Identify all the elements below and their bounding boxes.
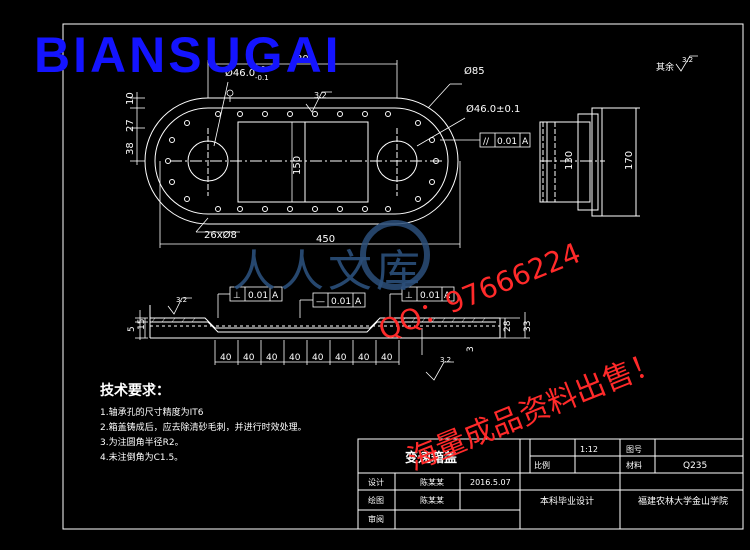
dim-150: 150 [292,156,303,175]
top-dimension-lines [130,60,480,248]
tol-flat-sym: — [316,297,325,307]
dim-holes: 26xØ8 [204,229,237,241]
section-dim-text: 40 40 40 40 40 40 40 40 5 15 28 33 3 3.2… [127,296,533,364]
tol-parallel-sym: // [483,137,490,147]
roughness-symbol-left [167,297,192,315]
dim-40-1: 40 [220,353,232,363]
dim-40-5: 40 [312,353,324,363]
dim-40-6: 40 [335,353,347,363]
tech-item-1: 1.轴承孔的尺寸精度为IT6 [100,408,204,418]
dim-38: 38 [125,142,136,155]
dim-27: 27 [125,119,136,132]
tb-school: 福建农林大学金山学院 [638,495,728,507]
dim-3: 3 [466,346,476,352]
title-block-grid [357,438,744,530]
watermark-site-logo: 人人文库 [232,246,424,297]
dim-300: 300 [296,54,315,65]
tolerance-parallel [479,132,531,148]
tol-parallel-datum: A [522,137,529,147]
tb-date: 2016.5.07 [470,478,511,487]
dim-tol-plus: +0.1 [255,65,272,73]
tb-material: Q235 [683,461,707,471]
side-view [539,107,640,217]
tb-design-label: 设计 [368,477,384,487]
dim-170: 170 [624,151,635,170]
tb-drawing-no-label: 图号 [626,445,642,454]
tb-draw-label: 绘图 [368,495,384,505]
tol-parallel-val: 0.01 [497,137,517,147]
remaining-roughness-symbol [675,55,698,72]
section-hatch [151,317,486,323]
watermark-brand: BIANSUGAI [34,27,342,83]
tol-perp1-sym: ⊥ [233,291,241,301]
tol-perp2-datum: A [444,291,451,301]
roughness-bottom: 3.2 [440,356,451,364]
dim-40-3: 40 [266,353,278,363]
bolt-holes [165,111,439,212]
tol-perp1-val: 0.01 [248,291,268,301]
dim-40-7: 40 [358,353,370,363]
dim-130: 130 [564,151,575,170]
tech-item-3: 3.为注圆角半径R2。 [100,438,184,448]
remaining-mark: 其余 [656,61,674,73]
tolerance-perp-box [217,286,455,318]
tb-designer: 陈某某 [420,477,444,487]
tol-flat-datum: A [355,297,362,307]
top-dim-text: 300 Ø46.0 +0.1 -0.1 Ø85 Ø46.0±0.1 10 27 … [125,54,520,245]
dim-46-right: Ø46.0±0.1 [466,103,520,115]
dim-40-8: 40 [381,353,393,363]
tech-item-4: 4.未注倒角为C1.5。 [100,453,184,463]
top-view [144,97,459,225]
watermark-logo-ring [360,220,430,290]
dim-28: 28 [503,320,513,332]
tol-flat-val: 0.01 [331,297,351,307]
dim-40-2: 40 [243,353,255,363]
tech-title: 技术要求： [100,383,170,399]
dim-85: Ø85 [464,65,485,77]
tb-project: 本科毕业设计 [540,495,594,507]
title-block-text: 变速箱盖 比例 1:12 图号 材料 Q235 设计 陈某某 2016.5.07… [368,445,728,524]
tol-perp1-datum: A [272,291,279,301]
dim-5: 5 [127,326,137,332]
tb-scale-label: 比例 [534,460,550,470]
tb-drawer: 陈某某 [420,495,444,505]
dim-tol-minus: -0.1 [255,74,269,82]
roughness-symbol-bottom [425,361,454,381]
remaining-roughness-value: 3.2 [682,56,693,64]
dim-15: 15 [137,319,147,330]
dim-450: 450 [316,234,335,245]
dim-10: 10 [125,92,136,105]
tb-material-label: 材料 [626,460,642,470]
datum-symbol [226,89,234,102]
tb-scale: 1:12 [580,445,598,454]
tol-perp2-val: 0.01 [420,291,440,301]
section-dim-lines [135,310,530,365]
tb-check-label: 审阅 [368,514,384,524]
dim-40-4: 40 [289,353,301,363]
tol-perp2-sym: ⊥ [405,291,413,301]
dim-33: 33 [523,321,533,332]
tb-part-name: 变速箱盖 [405,450,457,466]
roughness-symbol [305,91,332,113]
tech-item-2: 2.箱盖铸成后，应去除清砂毛刺，并进行时效处理。 [100,423,307,433]
roughness-left: 3.2 [176,296,187,304]
dim-46-top: Ø46.0 [225,67,255,79]
